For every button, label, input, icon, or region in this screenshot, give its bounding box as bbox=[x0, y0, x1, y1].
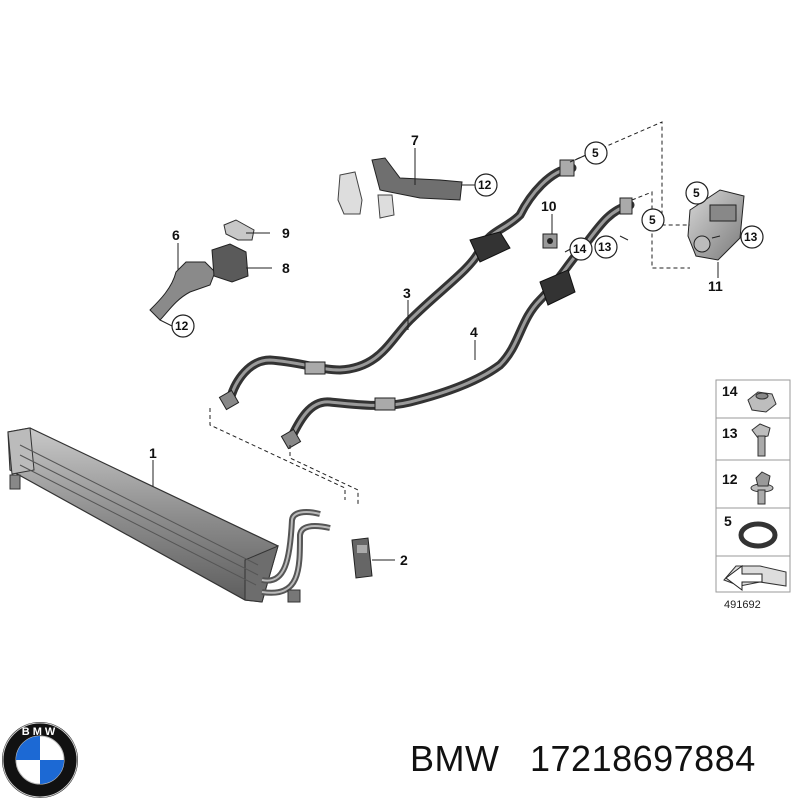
caption-brand: BMW bbox=[410, 738, 500, 779]
flange-bolt-icon bbox=[750, 471, 774, 505]
callout-11: 11 bbox=[708, 278, 723, 294]
callout-6: 6 bbox=[172, 227, 180, 243]
holder-part-8 bbox=[211, 243, 249, 283]
legend-item-13: 13 bbox=[722, 425, 738, 441]
bmw-logo-text: BMW bbox=[22, 726, 59, 738]
circled-callouts bbox=[171, 141, 764, 338]
callout-10: 10 bbox=[541, 198, 557, 214]
thermostat-part-11 bbox=[687, 189, 745, 261]
legend-item-5: 5 bbox=[724, 513, 732, 529]
clip-part-9 bbox=[223, 219, 255, 241]
nut-icon bbox=[747, 391, 777, 413]
callout-3: 3 bbox=[403, 285, 411, 301]
callout-9: 9 bbox=[282, 225, 290, 241]
bmw-logo: BMW bbox=[2, 722, 78, 798]
circled-5a: 5 bbox=[592, 146, 599, 160]
circled-14: 14 bbox=[573, 242, 587, 256]
circled-5b: 5 bbox=[649, 213, 656, 227]
oil-line-part-4 bbox=[280, 197, 635, 450]
circled-5c: 5 bbox=[693, 186, 700, 200]
reference-number: 491692 bbox=[724, 599, 761, 611]
wrench-arrow-icon bbox=[723, 565, 787, 591]
oil-cooler-part-1 bbox=[7, 427, 331, 603]
callout-7: 7 bbox=[411, 132, 419, 148]
dashed-connections bbox=[209, 121, 690, 505]
leader-lines bbox=[152, 148, 721, 561]
callout-1: 1 bbox=[149, 445, 157, 461]
clamp-part-10 bbox=[542, 233, 558, 249]
circled-numbers: 5 5 5 12 12 13 13 14 bbox=[175, 146, 758, 333]
callout-8: 8 bbox=[282, 260, 290, 276]
circled-13b: 13 bbox=[744, 230, 758, 244]
o-ring-icon bbox=[738, 521, 778, 549]
callout-4: 4 bbox=[470, 324, 478, 340]
callout-numbers: 1 2 3 4 6 7 8 9 10 11 bbox=[149, 132, 723, 568]
holder-part-2 bbox=[351, 537, 373, 579]
legend-item-14: 14 bbox=[722, 383, 738, 399]
bracket-part-7 bbox=[337, 157, 463, 219]
circled-12b: 12 bbox=[478, 178, 492, 192]
legend-item-12: 12 bbox=[722, 471, 738, 487]
callout-2: 2 bbox=[400, 552, 408, 568]
circled-13a: 13 bbox=[598, 240, 612, 254]
bracket-part-6 bbox=[149, 261, 216, 321]
circled-12a: 12 bbox=[175, 319, 189, 333]
bolt-icon bbox=[751, 423, 771, 457]
caption-part-number: 17218697884 bbox=[530, 738, 756, 779]
oil-line-part-3 bbox=[218, 159, 577, 411]
fastener-legend: 14 13 12 5 491692 bbox=[715, 379, 791, 611]
